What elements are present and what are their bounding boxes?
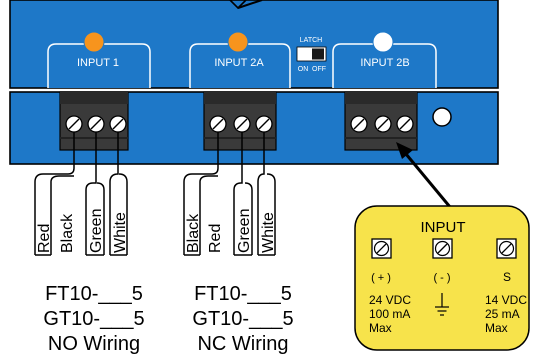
nc-wire-labels: Black Red Green White xyxy=(185,209,277,253)
terminal-1-screw-1[interactable] xyxy=(65,115,83,133)
no-wiring-caption: NO Wiring xyxy=(48,333,140,355)
input-legend-title: INPUT xyxy=(421,219,466,236)
ground-icon xyxy=(435,293,449,316)
nc-wiring-caption: NC Wiring xyxy=(197,333,288,355)
legend-spec-signal-line-1: 14 VDC xyxy=(485,293,527,307)
terminal-block-3 xyxy=(344,91,418,151)
terminal-3-screw-2[interactable] xyxy=(374,115,392,133)
no-wires xyxy=(34,132,128,256)
input-1-label: INPUT 1 xyxy=(77,57,119,69)
legend-spec-positive-line-1: 24 VDC xyxy=(369,293,411,307)
no-wire-label-black: Black xyxy=(59,213,76,253)
nc-wire-red xyxy=(199,175,218,255)
terminal-block-2 xyxy=(203,91,277,151)
no-wire-white-outer xyxy=(118,173,128,255)
input-legend-background xyxy=(354,205,530,351)
nc-wire-label-red: Red xyxy=(207,224,224,253)
nc-wire-green-outer xyxy=(244,182,253,255)
nc-wire-white xyxy=(257,132,265,255)
terminal-1-screw-2[interactable] xyxy=(87,115,105,133)
nc-wire-black xyxy=(183,132,219,255)
nc-wire-label-black: Black xyxy=(185,213,202,253)
input-2a-tab: INPUT 2A xyxy=(189,31,291,88)
latch-off-label: OFF xyxy=(312,66,326,73)
terminal-block-3-top xyxy=(345,92,417,104)
legend-screw-signal xyxy=(496,238,517,259)
terminal-block-2-top xyxy=(204,92,276,104)
no-model-line-1: FT10-___5 xyxy=(45,283,143,305)
no-wire-white xyxy=(109,132,119,255)
no-wire-green-outer xyxy=(96,182,105,255)
nc-model-line-2: GT10-___5 xyxy=(192,308,293,330)
terminal-block-1-top xyxy=(60,92,128,104)
nc-wires xyxy=(183,132,276,256)
no-wire-label-white: White xyxy=(112,212,129,253)
latch-switch[interactable]: LATCH ON OFF xyxy=(296,37,327,73)
nc-wire-label-white: White xyxy=(260,212,277,253)
legend-screw-positive xyxy=(371,238,392,259)
terminal-1-screw-3[interactable] xyxy=(109,115,127,133)
no-wire-red xyxy=(34,132,75,255)
nc-wire-green xyxy=(233,132,243,255)
nc-wire-label-green: Green xyxy=(236,209,253,253)
panel-callout-line xyxy=(237,0,263,9)
legend-spec-signal-line-3: Max xyxy=(485,321,508,335)
terminal-block-1 xyxy=(59,91,129,151)
legend-spec-positive-line-3: Max xyxy=(369,321,392,335)
no-wire-label-green: Green xyxy=(88,209,105,253)
legend-symbol-positive: ( + ) xyxy=(371,272,391,284)
no-wire-labels: Red Black Green White xyxy=(36,209,129,253)
nc-wire-white-outer xyxy=(266,173,276,255)
input-2a-label: INPUT 2A xyxy=(214,57,264,69)
terminal-2-screw-3[interactable] xyxy=(255,115,273,133)
mounting-hole xyxy=(432,107,452,127)
terminal-2-screw-2[interactable] xyxy=(233,115,251,133)
no-wire-label-red: Red xyxy=(36,224,53,253)
legend-spec-positive: 24 VDC 100 mA Max xyxy=(369,293,411,335)
no-wire-black xyxy=(50,175,74,255)
latch-slider[interactable] xyxy=(312,48,324,60)
input-2b-label: INPUT 2B xyxy=(360,57,409,69)
input-1-tab: INPUT 1 xyxy=(47,31,151,88)
input-1-led xyxy=(83,31,105,53)
no-model-line-2: GT10-___5 xyxy=(43,308,144,330)
terminal-3-screw-1[interactable] xyxy=(350,115,368,133)
nc-caption-group: FT10-___5 GT10-___5 NC Wiring xyxy=(192,283,293,355)
legend-spec-signal-line-2: 25 mA xyxy=(485,307,520,321)
no-caption-group: FT10-___5 GT10-___5 NO Wiring xyxy=(43,283,144,355)
terminal-2-screw-1[interactable] xyxy=(209,115,227,133)
nc-model-line-1: FT10-___5 xyxy=(194,283,292,305)
input-2b-tab: INPUT 2B xyxy=(332,31,437,88)
input-2b-led xyxy=(372,31,394,53)
legend-spec-signal: 14 VDC 25 mA Max xyxy=(485,293,527,335)
latch-title: LATCH xyxy=(300,37,322,44)
input-2a-led xyxy=(227,31,249,53)
latch-on-label: ON xyxy=(298,66,309,73)
legend-screw-negative xyxy=(432,238,453,259)
legend-symbol-negative: ( - ) xyxy=(433,272,450,284)
pointer-arrow xyxy=(396,142,452,208)
legend-spec-positive-line-2: 100 mA xyxy=(369,307,410,321)
no-wire-green xyxy=(85,132,97,255)
terminal-3-screw-3[interactable] xyxy=(396,115,414,133)
legend-symbol-signal: S xyxy=(503,270,511,284)
input-legend-box: INPUT ( + ) ( - ) S 24 VDC 100 mA xyxy=(354,205,530,351)
